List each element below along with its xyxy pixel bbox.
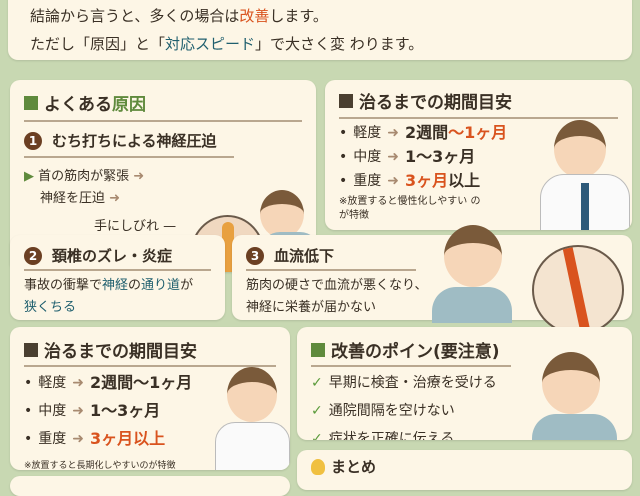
doctor-illustration	[540, 120, 630, 230]
period-value: 〜1ヶ月	[448, 123, 508, 142]
severity-label: 軽度	[38, 375, 67, 391]
period-value: 以上	[448, 171, 481, 190]
period-value: 3ヶ月以上	[90, 429, 166, 448]
desc-text: が	[180, 278, 194, 293]
point-text: 症状を正確に伝える	[328, 431, 455, 440]
point-item: ✓ 症状を正確に伝える	[311, 425, 618, 440]
divider	[24, 365, 276, 367]
title-text: 改善のポイン(要注意)	[331, 342, 500, 362]
severity-label: 中度	[353, 149, 382, 165]
cause-text: 神経を圧迫	[40, 191, 106, 206]
divider	[311, 365, 511, 367]
lightbulb-icon	[311, 458, 325, 475]
period-value: 2週間	[405, 123, 449, 142]
title-text: よくある	[44, 95, 112, 115]
point-item: ✓ 早期に検査・治療を受ける	[311, 369, 618, 397]
period-title: 治るまでの期間目安	[339, 88, 618, 113]
square-icon	[24, 342, 38, 357]
period-title: 治るまでの期間目安	[24, 337, 276, 362]
divider	[24, 269, 211, 271]
severity-label: 中度	[38, 403, 67, 419]
number-badge: 3	[246, 246, 264, 265]
severity-label: 重度	[38, 431, 67, 447]
patient-illustration	[432, 225, 512, 323]
period-row: • 中度➜1〜3ヶ月	[339, 145, 618, 169]
divider	[339, 117, 618, 119]
intro-banner: 結論から言うと、多くの場合は改善します。 ただし「原因」と「対応スピード」で大さ…	[8, 0, 632, 60]
desc-highlight: 狭くちる	[24, 300, 77, 315]
causes-title: よくある原因	[24, 90, 302, 115]
check-icon: ✓	[311, 375, 323, 391]
divider	[246, 269, 416, 271]
period-note: ※放置すると慢性化しやすい のが特徴	[339, 196, 481, 221]
intro-highlight: 対応スピード	[165, 35, 256, 53]
square-icon	[339, 93, 353, 108]
period-row: • 軽度➜2週間〜1ヶ月	[339, 121, 618, 145]
intro-text: 」で大さく変 わります。	[255, 35, 424, 53]
square-icon	[311, 342, 325, 357]
severity-label: 重度	[353, 173, 382, 189]
period-value: 1〜3ヶ月	[405, 147, 476, 166]
intro-text: します。	[269, 7, 328, 25]
blood-vessel-illustration	[532, 245, 624, 335]
divider	[24, 120, 302, 122]
cause-text: 手にしびれ	[94, 219, 160, 234]
period-row: • 軽度➜2週間〜1ヶ月	[24, 369, 276, 397]
cause-title-text: 血流低下	[274, 247, 335, 265]
number-badge: 1	[24, 131, 42, 150]
point-item: ✓ 通院間隔を空けない	[311, 397, 618, 425]
divider	[24, 156, 234, 158]
cause-1-title: 1 むち打ちによる神経圧迫	[24, 130, 302, 151]
patient-illustration	[532, 352, 617, 440]
cause-1-line: 手にしびれ —	[94, 219, 177, 234]
title-text: まとめ	[331, 458, 377, 476]
intro-text: 結論から言うと、多くの場合は	[30, 7, 240, 25]
cause-2-title: 2 頚椎のズレ・炎症	[24, 245, 211, 266]
period-value: 2週間〜1ヶ月	[90, 373, 193, 392]
points-title: 改善のポイン(要注意)	[311, 337, 618, 362]
title-highlight: 原因	[112, 95, 146, 115]
summary-title: まとめ	[311, 456, 618, 477]
title-text: 治るまでの期間目安	[359, 93, 512, 113]
period-row: • 中度➜1〜3ヶ月	[24, 397, 276, 425]
cause-2-desc: 事故の衝撃で神経の通り道が狭くちる	[24, 275, 211, 319]
period-row: • 重度➜3ヶ月以上	[339, 169, 618, 193]
intro-text: ただし「原因」と「	[30, 35, 166, 53]
period-value: 1〜3ヶ月	[90, 401, 161, 420]
period-panel-bottom: 治るまでの期間目安 • 軽度➜2週間〜1ヶ月 • 中度➜1〜3ヶ月 • 重度➜3…	[10, 327, 290, 470]
cause-1-line: ▶ 首の筋肉が緊張 ➜	[24, 169, 145, 184]
doctor-illustration	[215, 367, 290, 470]
check-icon: ✓	[311, 403, 323, 419]
title-text: 治るまでの期間目安	[44, 342, 197, 362]
severity-label: 軽度	[353, 125, 382, 141]
desc-highlight: 通り道	[141, 278, 181, 293]
period-note: ※放置すると長期化しやすいのが特徴	[24, 461, 176, 470]
period-panel-top: 治るまでの期間目安 • 軽度➜2週間〜1ヶ月 • 中度➜1〜3ヶ月 • 重度➜3…	[325, 80, 632, 230]
intro-highlight: 改善	[239, 7, 270, 25]
cause-title-text: 頚椎のズレ・炎症	[52, 247, 173, 265]
point-text: 早期に検査・治療を受ける	[328, 375, 497, 391]
cause-2-panel: 2 頚椎のズレ・炎症 事故の衝撃で神経の通り道が狭くちる	[10, 235, 225, 320]
check-icon: ✓	[311, 431, 323, 440]
square-icon	[24, 95, 38, 110]
summary-panel: まとめ	[297, 450, 632, 490]
cause-1-line: 神経を圧迫 ➜	[40, 191, 121, 206]
cause-title-text: むち打ちによる神経圧迫	[52, 132, 217, 150]
number-badge: 2	[24, 246, 42, 265]
bottom-left-panel	[10, 476, 290, 496]
cause-3-line: 神経に栄養が届かない	[246, 300, 377, 315]
points-panel: 改善のポイン(要注意) ✓ 早期に検査・治療を受ける ✓ 通院間隔を空けない ✓ 症状…	[297, 327, 632, 440]
period-row: • 重度➜3ヶ月以上	[24, 425, 276, 453]
cause-3-panel: 3 血流低下 筋肉の硬さで血流が悪くなり、 神経に栄養が届かない	[232, 225, 632, 335]
cause-3-line: 筋肉の硬さで血流が悪くなり、	[246, 278, 428, 293]
desc-text: の	[128, 278, 142, 293]
cause-text: 首の筋肉が緊張	[38, 169, 130, 184]
desc-highlight: 神経	[102, 278, 129, 293]
cause-3-title: 3 血流低下	[246, 245, 618, 266]
point-text: 通院間隔を空けない	[328, 403, 455, 419]
desc-text: 事故の衝撃で	[24, 278, 103, 293]
period-value: 3ヶ月	[405, 171, 449, 190]
